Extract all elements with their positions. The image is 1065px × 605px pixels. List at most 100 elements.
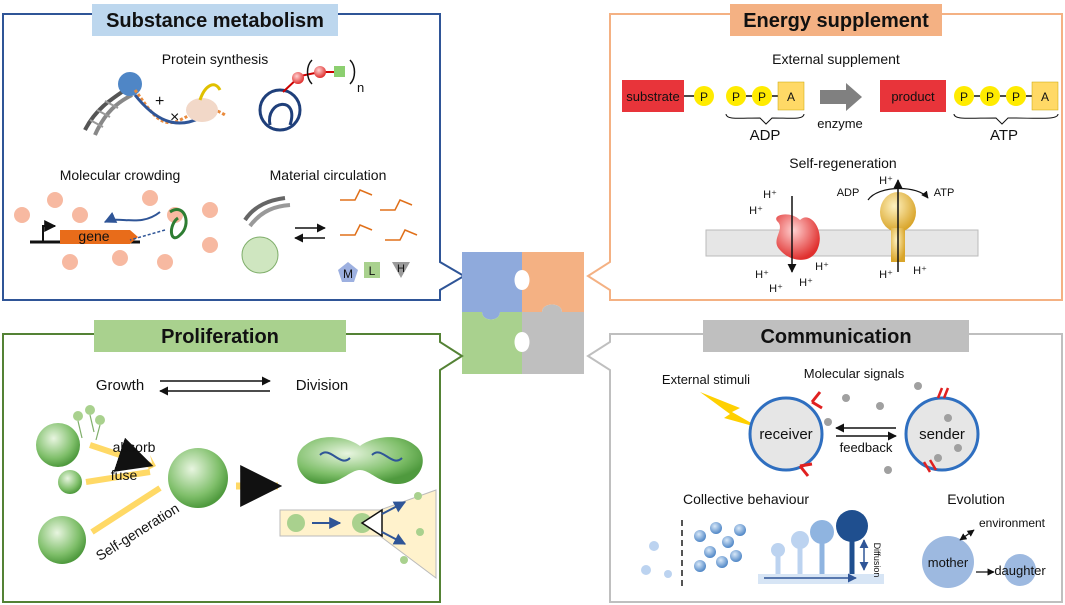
svg-text:+: + xyxy=(155,93,164,110)
proliferation-panel: Proliferation Growth Division absorb fus… xyxy=(2,320,464,603)
product-box xyxy=(880,80,946,112)
adp-phosphate-1-label: P xyxy=(732,90,740,104)
daughter-label: daughter xyxy=(994,563,1046,578)
adp-phosphate-1 xyxy=(726,86,746,106)
dna-ribosome-illustration: + × xyxy=(83,72,226,136)
adp-brace xyxy=(725,113,805,125)
sender-channel-bottom xyxy=(922,459,938,473)
diffusion-label: Diffusion xyxy=(872,543,882,578)
puzzle-center xyxy=(462,252,584,374)
hplus-8: H⁺ xyxy=(879,269,893,281)
growth-cell-2 xyxy=(38,516,86,564)
adp-phosphate-2-label: P xyxy=(758,90,766,104)
collective-illustration xyxy=(641,520,746,590)
hplus-4: H⁺ xyxy=(769,283,783,295)
adp-phosphate-2 xyxy=(752,86,772,106)
environment-arrow xyxy=(959,529,975,541)
puzzle-piece-gray xyxy=(522,304,584,374)
atp-phosphate-1-label: P xyxy=(960,90,968,104)
adp-label: ADP xyxy=(750,127,781,144)
self-regeneration-label: Self-regeneration xyxy=(789,155,896,171)
regen-atp-label: ATP xyxy=(934,187,955,199)
regen-adp-label: ADP xyxy=(837,187,860,199)
dividing-cell xyxy=(297,437,423,484)
diffusion-illustration xyxy=(758,510,884,584)
substance-title: Substance metabolism xyxy=(106,10,324,32)
protein-synthesis-label: Protein synthesis xyxy=(162,51,269,67)
hplus-9: H⁺ xyxy=(913,265,927,277)
puzzle-piece-orange xyxy=(522,252,584,312)
external-stimuli-label: External stimuli xyxy=(662,372,750,387)
atp-label: ATP xyxy=(990,127,1018,144)
absorb-label: absorb xyxy=(113,439,156,455)
puzzle-piece-blue xyxy=(462,252,522,320)
adp-adenosine-label: A xyxy=(787,90,795,104)
enzyme-label: enzyme xyxy=(817,116,863,131)
energy-title-bg xyxy=(730,4,942,36)
phosphate-1 xyxy=(694,86,714,106)
daughter-cell xyxy=(1004,554,1036,586)
svg-text:×: × xyxy=(170,109,179,126)
atp-phosphate-3 xyxy=(1006,86,1026,106)
polymer-illustration xyxy=(258,59,356,132)
material-h-label: H xyxy=(397,263,405,275)
hplus-5: H⁺ xyxy=(799,277,813,289)
energy-panel: Energy supplement External supplement su… xyxy=(586,4,1063,301)
growth-label: Growth xyxy=(96,377,144,394)
mother-label: mother xyxy=(928,555,969,570)
crowding-illustration xyxy=(14,190,218,270)
hplus-2: H⁺ xyxy=(749,205,763,217)
signal-molecules xyxy=(824,382,962,474)
material-m-label: M xyxy=(343,267,353,281)
substance-panel: Substance metabolism Protein synthesis +… xyxy=(2,4,466,301)
enzyme-arrow xyxy=(820,83,862,111)
external-supplement-label: External supplement xyxy=(772,51,900,67)
material-circulation-label: Material circulation xyxy=(270,167,387,183)
atp-adenosine xyxy=(1031,81,1059,111)
circulation-illustration xyxy=(241,189,418,282)
proliferation-title-bg xyxy=(94,320,346,352)
material-l-label: L xyxy=(369,264,376,278)
grown-cell xyxy=(168,448,228,508)
receiver-label: receiver xyxy=(759,426,812,443)
phosphate-1-label: P xyxy=(700,90,708,104)
sender-channel-top xyxy=(936,387,950,399)
puzzle-piece-green xyxy=(462,312,522,374)
atp-phosphate-3-label: P xyxy=(1012,90,1020,104)
hplus-1: H⁺ xyxy=(763,189,777,201)
membrane xyxy=(705,229,979,257)
environment-label: environment xyxy=(979,516,1046,530)
molecular-signals-label: Molecular signals xyxy=(804,366,905,381)
proliferation-title: Proliferation xyxy=(161,326,279,348)
atp-brace xyxy=(953,113,1059,125)
sender-label: sender xyxy=(919,426,965,443)
substrate-box xyxy=(622,80,684,112)
proton-pump xyxy=(776,214,820,260)
molecular-crowding-label: Molecular crowding xyxy=(60,167,181,183)
substance-title-bg xyxy=(92,4,338,36)
fuse-label: fuse xyxy=(111,467,138,483)
collective-behaviour-label: Collective behaviour xyxy=(683,491,809,507)
atp-phosphate-1 xyxy=(954,86,974,106)
communication-title: Communication xyxy=(760,326,911,348)
gene-label: gene xyxy=(78,228,109,244)
hplus-6: H⁺ xyxy=(815,261,829,273)
hplus-7: H⁺ xyxy=(879,175,893,187)
energy-title: Energy supplement xyxy=(743,10,929,32)
growth-cell-small xyxy=(58,470,82,494)
atp-phosphate-2 xyxy=(980,86,1000,106)
division-label: Division xyxy=(296,377,349,394)
lightning-icon xyxy=(700,392,760,428)
atp-adenosine-label: A xyxy=(1041,90,1049,104)
lipid-molecules xyxy=(73,405,105,441)
receiver-receptor-top xyxy=(810,391,823,410)
receiver-cell xyxy=(748,396,824,472)
receiver-receptor-bottom xyxy=(798,462,813,477)
hplus-3: H⁺ xyxy=(755,269,769,281)
communication-panel: Communication External stimuli Molecular… xyxy=(586,320,1063,603)
feedback-label: feedback xyxy=(840,440,893,455)
subscript-n: n xyxy=(357,80,364,95)
growth-cell-1 xyxy=(36,423,80,467)
substrate-label: substrate xyxy=(626,89,679,104)
